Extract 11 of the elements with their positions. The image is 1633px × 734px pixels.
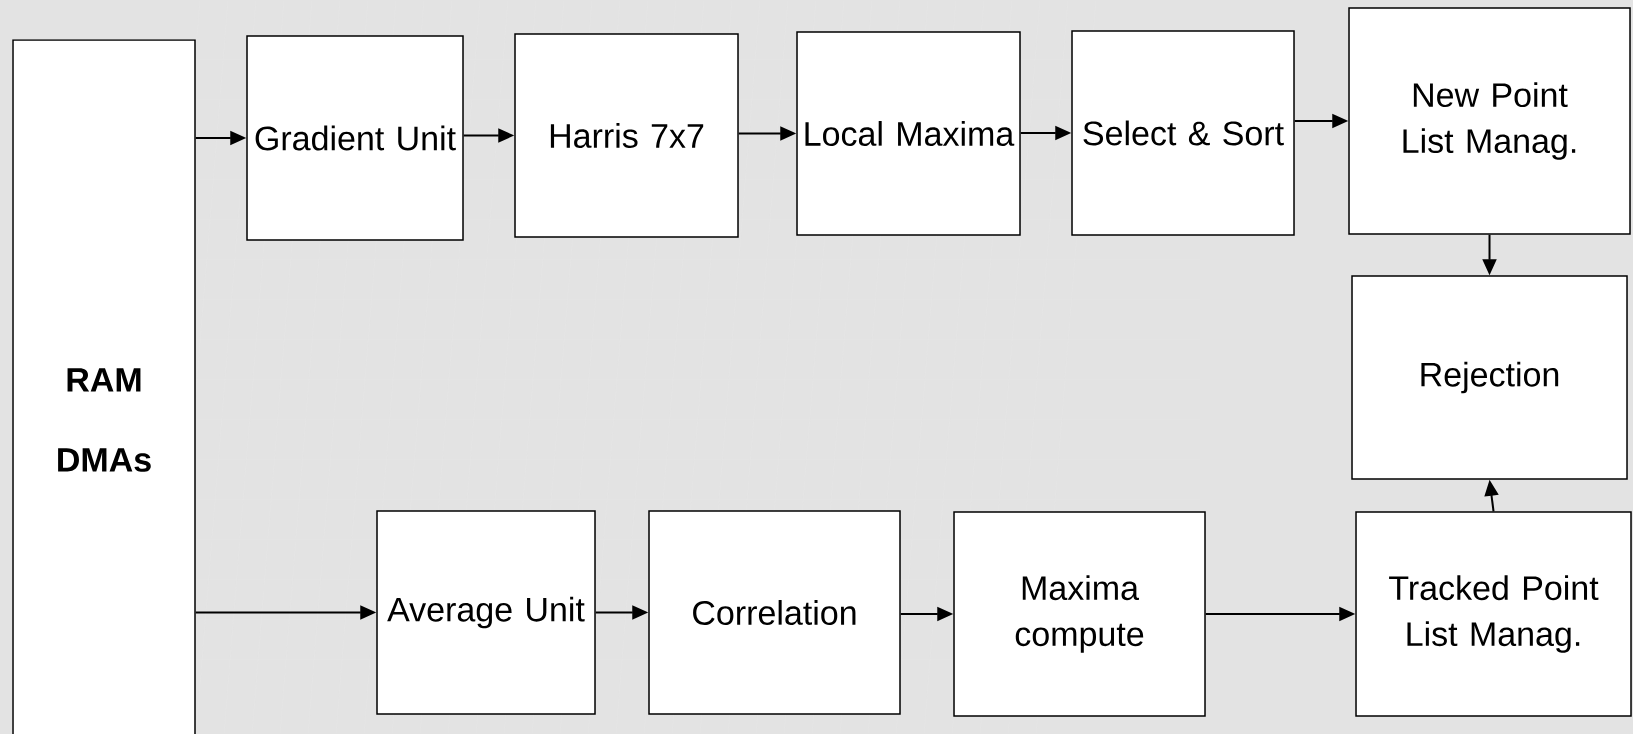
process-box: New Point List Manag. — [1348, 7, 1631, 235]
process-box: Correlation — [648, 510, 901, 715]
process-box: Tracked Point List Manag. — [1355, 511, 1632, 717]
process-box: Gradient Unit — [246, 35, 464, 241]
process-box: RAM DMAs — [12, 39, 196, 734]
process-box: Maxima compute — [953, 511, 1206, 717]
process-box: Rejection — [1351, 275, 1628, 480]
process-box: Harris 7x7 — [514, 33, 739, 238]
process-box: Select & Sort — [1071, 30, 1295, 236]
process-box: Average Unit — [376, 510, 596, 715]
process-box: Local Maxima — [796, 31, 1021, 236]
